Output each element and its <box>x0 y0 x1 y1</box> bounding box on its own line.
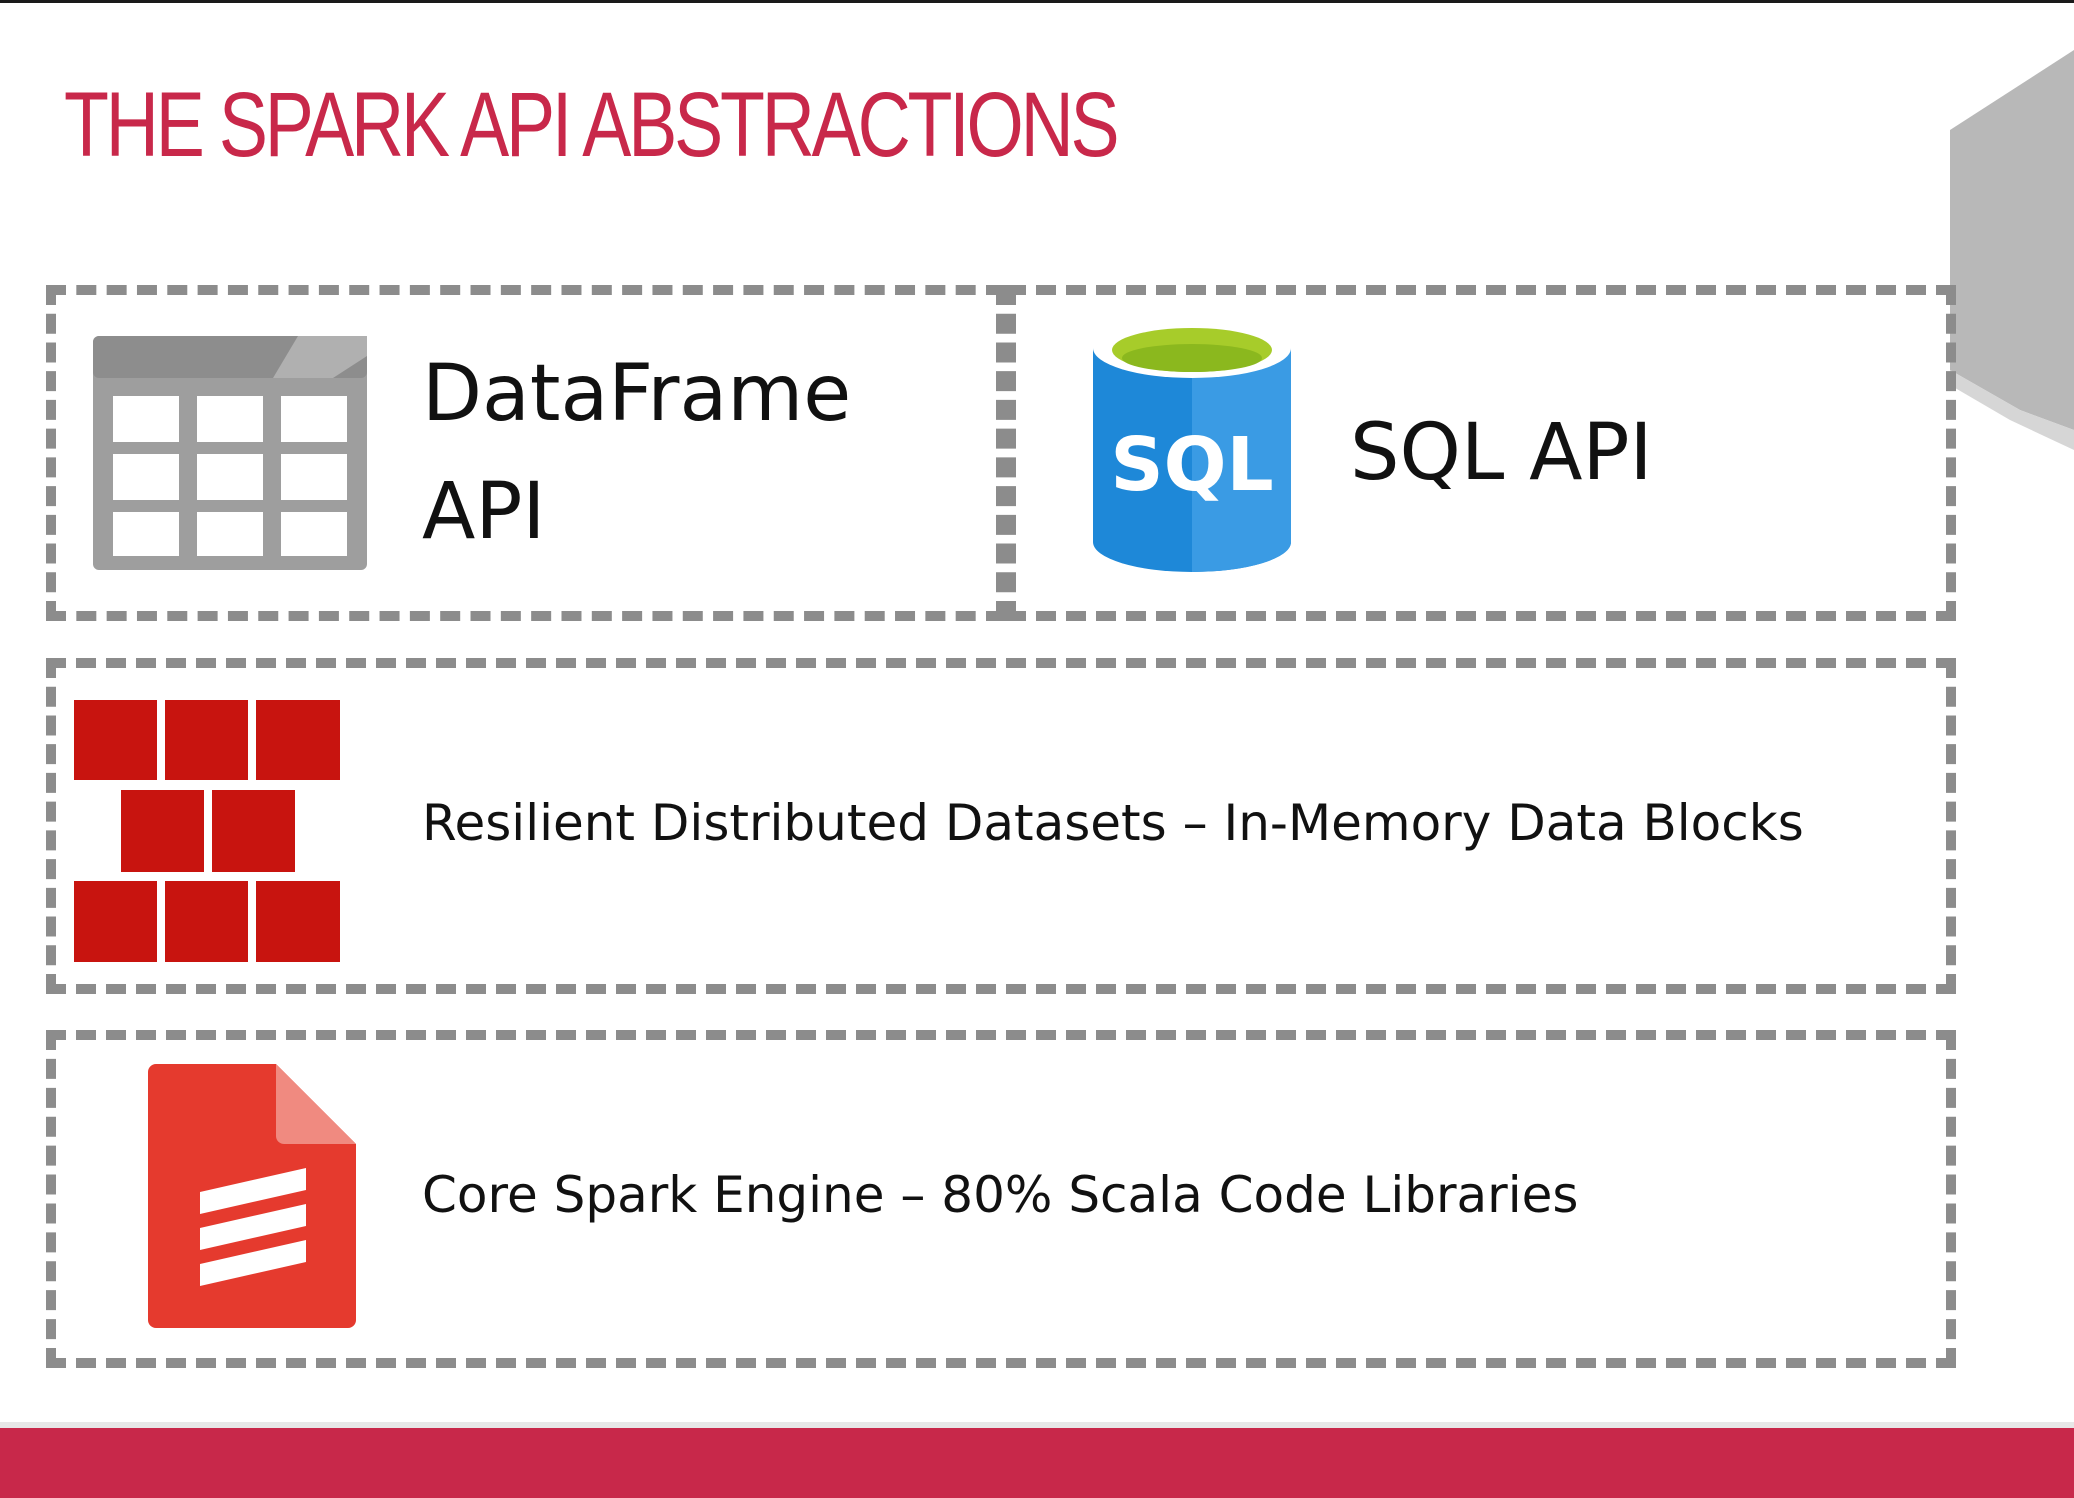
slide-title: THE SPARK API ABSTRACTIONS <box>64 74 1120 176</box>
top-rule <box>0 0 2074 3</box>
sql-database-icon: SQL <box>1093 318 1291 572</box>
document-icon <box>148 1064 356 1328</box>
footer-divider <box>0 1422 2074 1428</box>
core-engine-label: Core Spark Engine – 80% Scala Code Libra… <box>422 1166 1579 1224</box>
dataframe-api-label-line2: API <box>422 467 546 557</box>
rdd-label: Resilient Distributed Datasets – In-Memo… <box>422 794 1804 852</box>
core-engine-box <box>46 1030 1956 1368</box>
decorative-hexagon <box>1950 50 2074 450</box>
dataframe-api-box <box>46 285 1006 621</box>
sql-api-label: SQL API <box>1350 408 1653 498</box>
rdd-box <box>46 658 1956 994</box>
footer-band <box>0 1428 2074 1498</box>
svg-text:SQL: SQL <box>1110 422 1273 508</box>
table-icon <box>93 336 367 570</box>
dataframe-api-label-line1: DataFrame <box>422 349 852 439</box>
brick-wall-icon <box>74 700 340 962</box>
sql-api-box <box>1006 285 1956 621</box>
